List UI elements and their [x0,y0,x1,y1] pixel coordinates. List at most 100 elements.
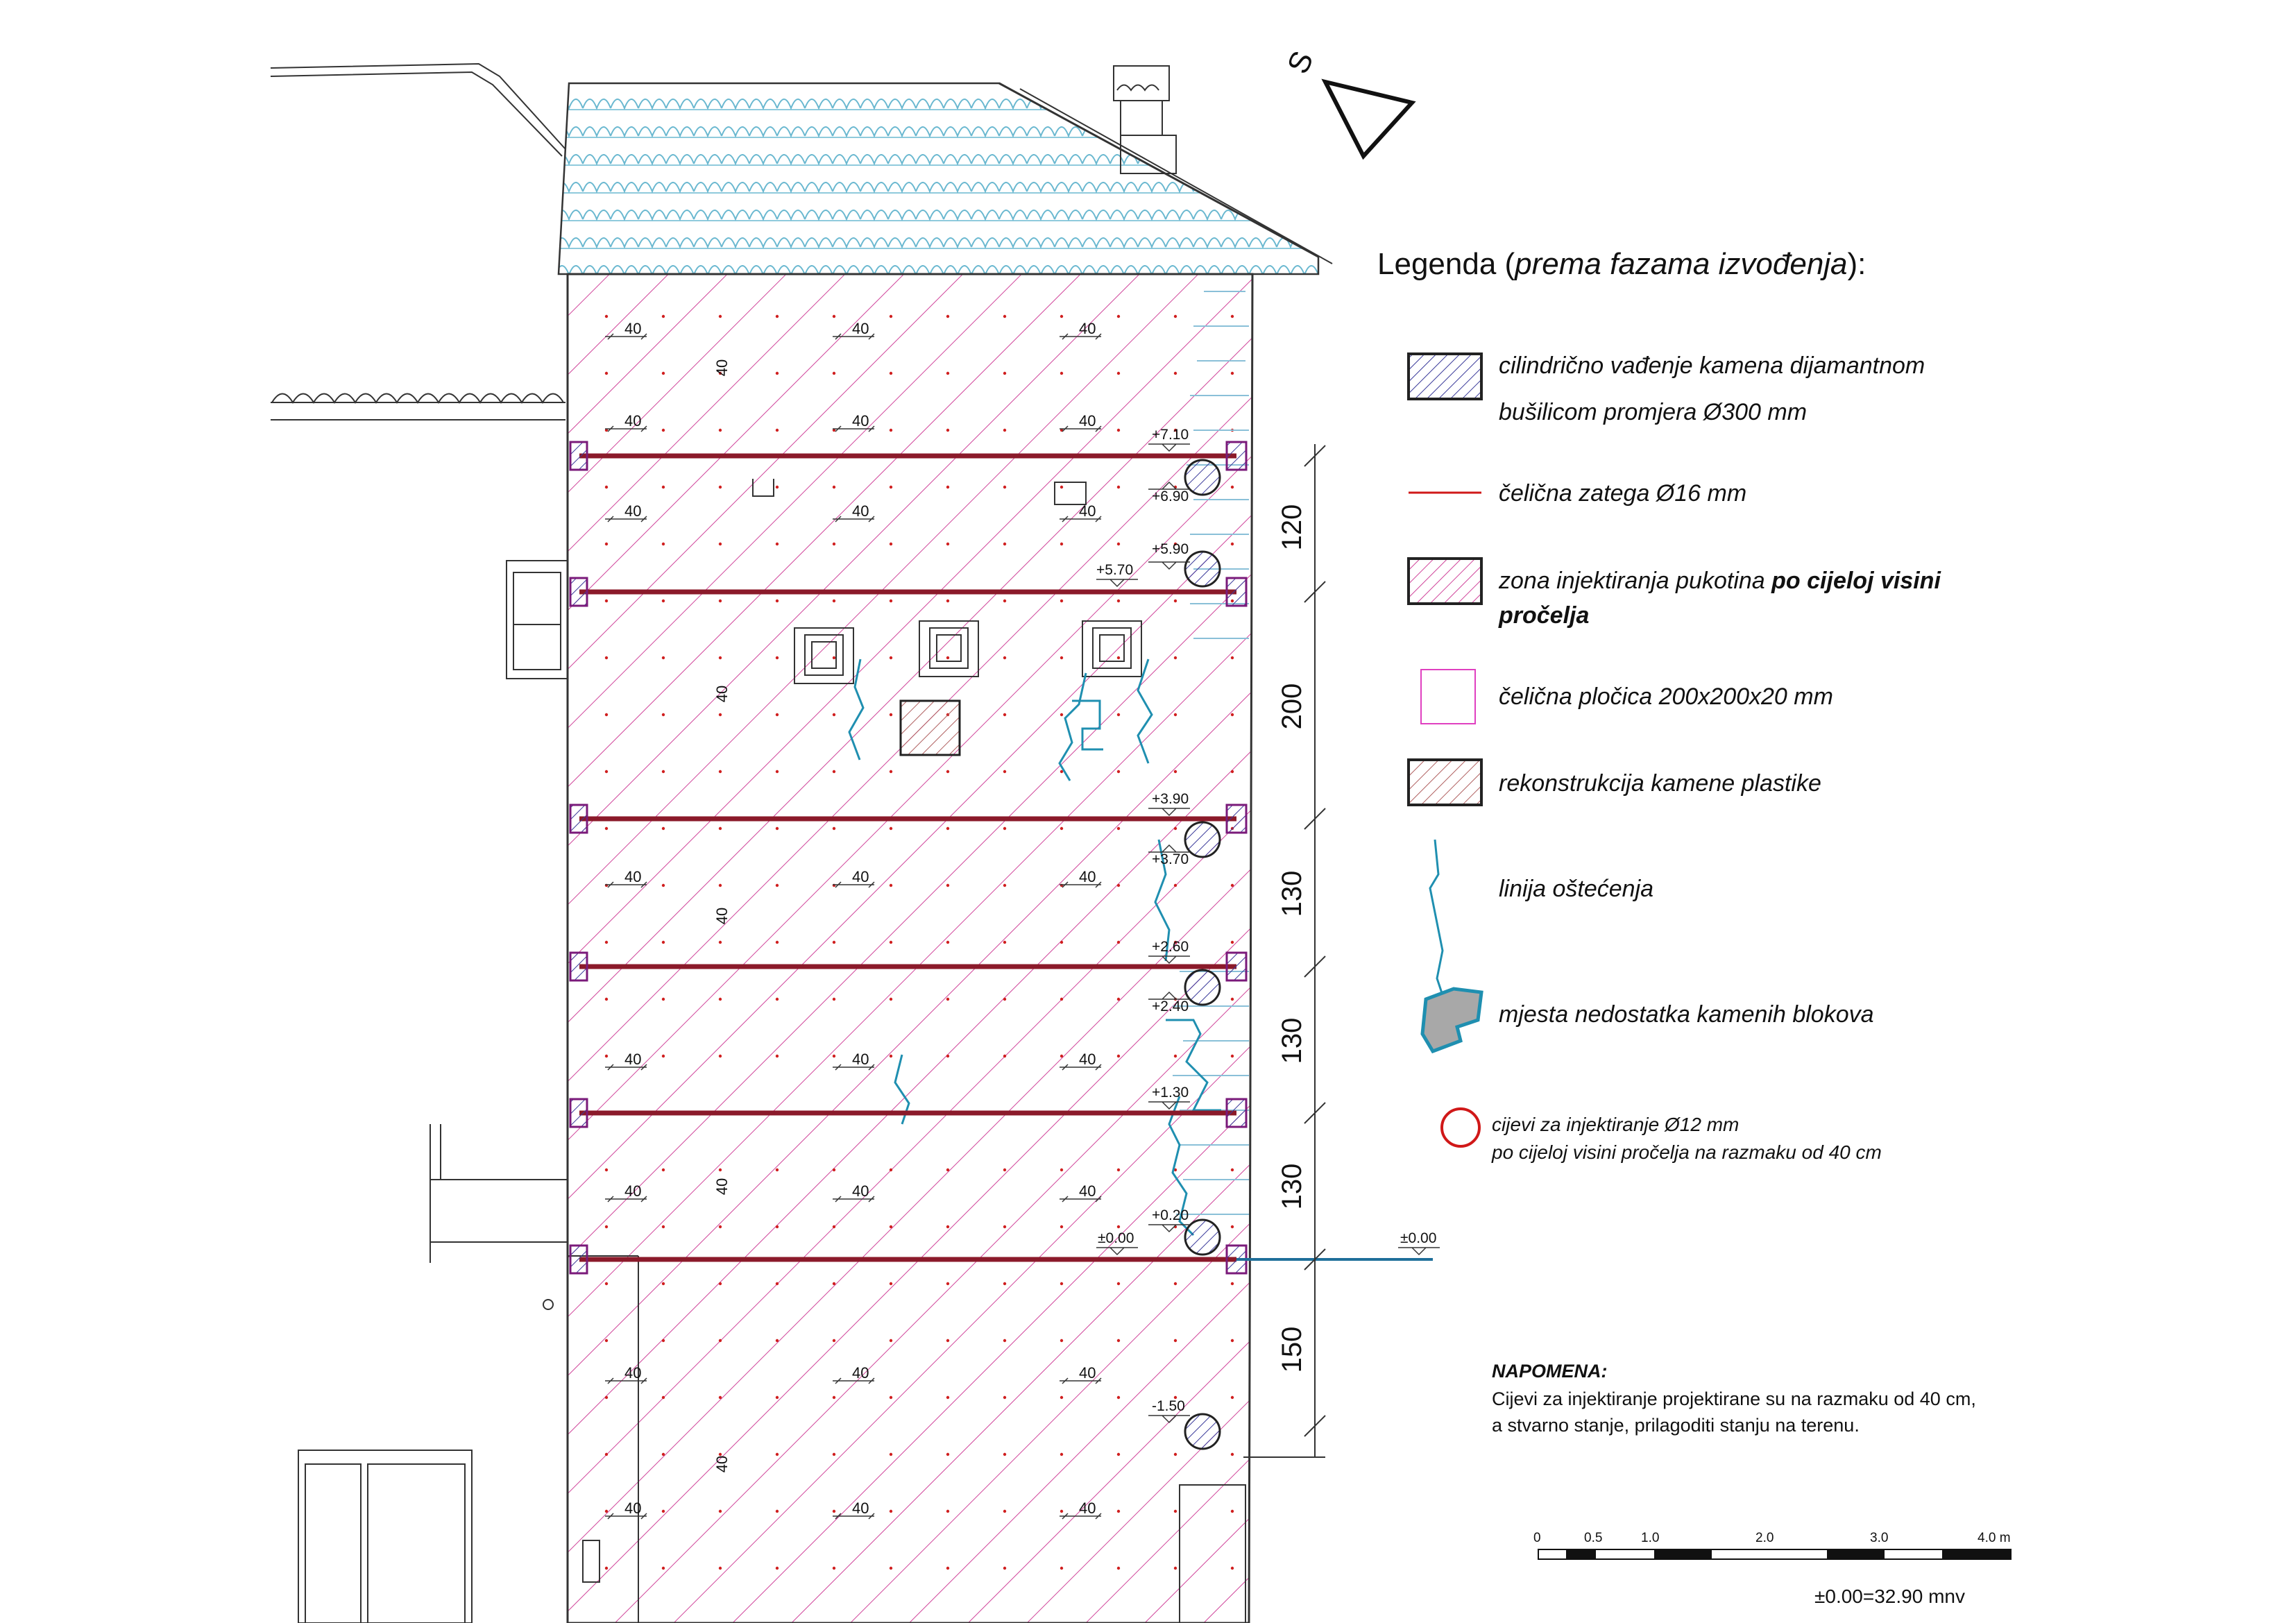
spacing-label-40-15: 40 [624,1182,641,1200]
legend-item-drilling-line1: cilindrično vađenje kamena dijamantnom [1499,352,1925,379]
level-7-10: +7.10 [1152,427,1189,443]
spacing-label-40-7: 40 [852,502,869,520]
spacing-dim-line [605,333,647,340]
spacing-label-40-4: 40 [852,412,869,430]
level-2-60: +2.60 [1152,939,1189,955]
legend-swatch-plate [1420,669,1476,724]
spacing-label-40-16: 40 [852,1182,869,1200]
spacing-label-40-5: 40 [1079,412,1096,430]
spacing-dim-line [833,881,875,888]
spacing-dim-line [1060,425,1102,432]
note-line1: Cijevi za injektiranje projektirane su n… [1492,1388,1976,1409]
main-roof [557,82,1333,275]
level-3-90: +3.90 [1152,791,1189,807]
spacing-label-40-11: 40 [1079,868,1096,885]
legend-item-plate: čelična pločica 200x200x20 mm [1499,683,1833,710]
scale-label-4-0: 4.0 m [1978,1531,2011,1545]
spacing-label-40-10: 40 [852,868,869,885]
spacing-dim-line [1060,1196,1102,1203]
facade-openings [752,479,1142,684]
legend-swatch-pipe [1440,1107,1481,1148]
dim-130-b: 130 [1277,1018,1307,1064]
spacing-label-40-20: 40 [1079,1364,1096,1382]
spacing-dim-line [833,516,875,522]
level-0-20: +0.20 [1152,1207,1189,1223]
spacing-label-40-vertical-25: 40 [713,686,731,702]
spacing-label-40-vertical-28: 40 [713,1456,731,1472]
dim-130-a: 130 [1277,871,1307,917]
spacing-label-40-0: 40 [624,320,641,337]
spacing-dim-line [833,425,875,432]
spacing-dim-line [1060,516,1102,522]
spacing-dim-line [605,516,647,522]
spacing-dim-line [1060,333,1102,340]
spacing-label-40-3: 40 [624,412,641,430]
spacing-label-40-23: 40 [1079,1499,1096,1517]
spacing-label-40-9: 40 [624,868,641,885]
note-line2: a stvarno stanje, prilagoditi stanju na … [1492,1415,1860,1436]
elevation-markers [1096,443,1440,1424]
level-5-90: +5.90 [1152,541,1189,557]
level-0-00: ±0.00 [1098,1230,1134,1246]
neighbour-roof-left [270,62,566,420]
spacing-dim-line [605,425,647,432]
scale-bar: 0 0.5 1.0 2.0 3.0 4.0 m [1533,1531,2012,1560]
spacing-label-40-13: 40 [852,1051,869,1068]
legend-item-missing-blocks: mjesta nedostatka kamenih blokova [1499,1001,1874,1028]
legend-swatch-drilling [1407,352,1483,400]
scale-label-0: 0 [1533,1531,1541,1545]
dim-200: 200 [1277,683,1307,730]
spacing-label-40-8: 40 [1079,502,1096,520]
spacing-label-40-22: 40 [852,1499,869,1517]
spacing-dim-line [1060,1064,1102,1071]
datum-note: ±0.00=32.90 mnv [1814,1586,1965,1607]
orientation-letter: S [1281,46,1320,78]
dim-130-c: 130 [1277,1164,1307,1210]
level-ground: ±0.00 [1400,1230,1436,1246]
vertical-dimension-chain: 120 200 130 130 130 150 [1277,444,1326,1457]
spacing-label-40-6: 40 [624,502,641,520]
spacing-label-40-1: 40 [852,320,869,337]
spacing-label-40-2: 40 [1079,320,1096,337]
level-5-70: +5.70 [1096,562,1133,578]
spacing-label-40-19: 40 [852,1364,869,1382]
dim-120: 120 [1277,504,1307,551]
legend-item-tie: čelična zatega Ø16 mm [1499,480,1746,507]
level-2-40: +2.40 [1152,999,1189,1014]
spacing-label-40-17: 40 [1079,1182,1096,1200]
spacing-label-40-14: 40 [1079,1051,1096,1068]
spacing-dim-line [1060,881,1102,888]
spacing-label-40-21: 40 [624,1499,641,1517]
orientation-marker: S [1281,46,1416,160]
facade-wall [566,273,1254,1623]
note-title: NAPOMENA: [1492,1361,1608,1382]
legend-item-injection-line1: zona injektiranja pukotina po cijeloj vi… [1498,568,1941,594]
drill-cores [1184,459,1221,1450]
spacing-dim-line [833,1064,875,1071]
left-annex [298,560,1325,1623]
chimney [1113,65,1177,174]
level-3-70: +3.70 [1152,851,1189,867]
level-minus-1-50: -1.50 [1152,1398,1185,1414]
spacing-dim-line [833,1196,875,1203]
scale-label-2-0: 2.0 [1755,1531,1774,1545]
legend: Legenda (prema fazama izvođenja): cilind… [1377,247,1941,1163]
spacing-label-40-vertical-27: 40 [713,1178,731,1195]
legend-title: Legenda (prema fazama izvođenja): [1377,247,1866,281]
level-1-30: +1.30 [1152,1085,1189,1101]
spacing-dim-line [605,1513,647,1520]
spacing-label-40-12: 40 [624,1051,641,1068]
legend-item-damage: linija oštećenja [1499,876,1653,902]
damage-lines [848,658,1221,1237]
steel-ties [569,441,1248,1275]
spacing-dim-line [833,1513,875,1520]
note: NAPOMENA: Cijevi za injektiranje projekt… [1492,1361,1976,1436]
spacing-dim-line [605,881,647,888]
legend-item-drilling-line2: bušilicom promjera Ø300 mm [1499,399,1807,425]
legend-swatch-damage [1429,839,1445,1000]
spacing-label-40-vertical-24: 40 [713,359,731,376]
spacing-dim-line [605,1196,647,1203]
spacing-dim-line [605,1064,647,1071]
level-6-90: +6.90 [1152,488,1189,504]
